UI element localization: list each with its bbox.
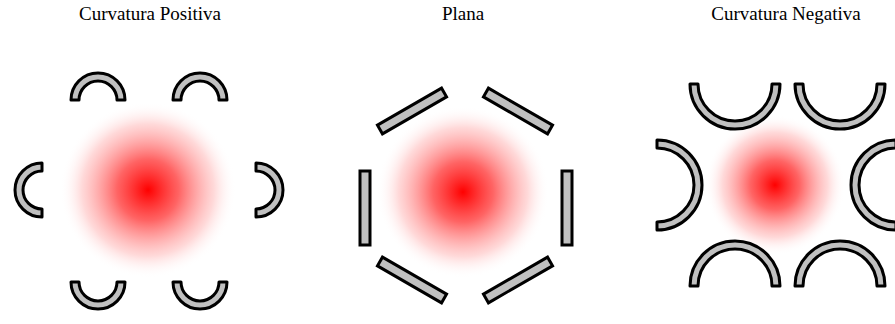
light-glow bbox=[60, 102, 236, 278]
panel-title: Plana bbox=[442, 3, 484, 25]
light-glow bbox=[705, 115, 845, 255]
light-glow bbox=[377, 106, 549, 278]
curved-mirrors bbox=[657, 84, 895, 286]
flat-mirrors bbox=[360, 88, 572, 303]
panel-title: Curvatura Negativa bbox=[711, 3, 860, 25]
curved-mirrors bbox=[15, 73, 283, 309]
panel-title: Curvatura Positiva bbox=[79, 3, 221, 25]
